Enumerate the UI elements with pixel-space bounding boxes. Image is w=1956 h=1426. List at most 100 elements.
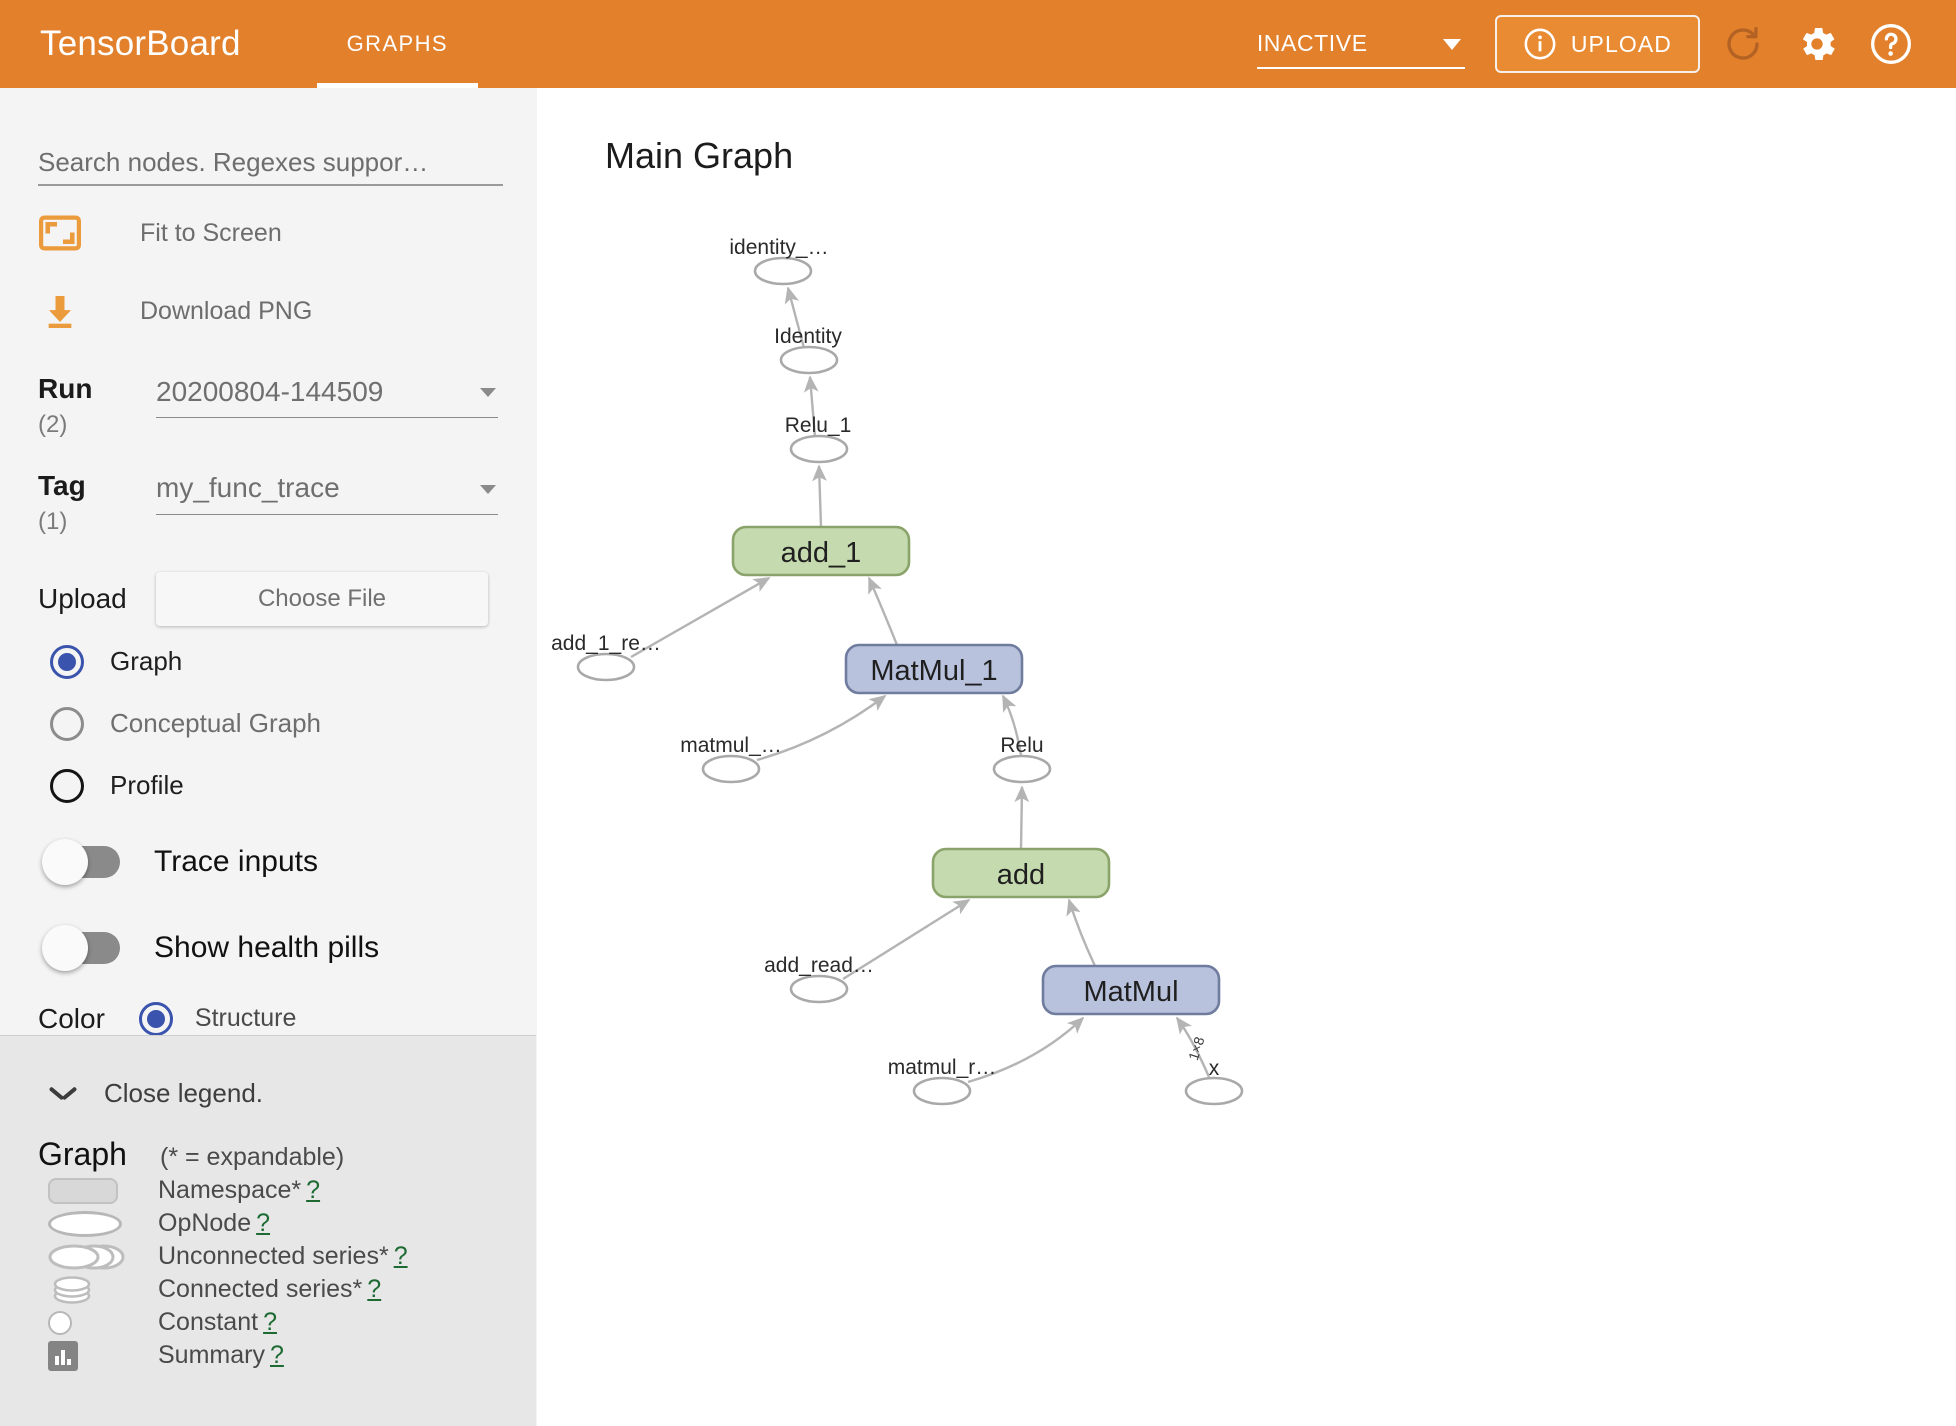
radio-structure-label: Structure [194, 1004, 297, 1033]
edge-matmul1-to-add1 [867, 576, 899, 646]
radio-graph[interactable]: Graph [38, 636, 498, 688]
legend-label-opnode: OpNode [158, 1209, 252, 1237]
node-label-matmul-read: matmul_r… [888, 1056, 997, 1079]
upload-button[interactable]: UPLOAD [1494, 15, 1700, 73]
run-label-col: Run (2) [38, 366, 156, 439]
node-add-1-read[interactable]: add_1_re… [551, 632, 661, 682]
toggle-trace-inputs-switch [42, 838, 120, 885]
radio-profile[interactable]: Profile [38, 760, 498, 812]
help-button[interactable] [1860, 13, 1922, 75]
run-count: (2) [38, 410, 68, 438]
close-legend-label: Close legend. [104, 1077, 263, 1108]
legend-help-summary[interactable]: ? [269, 1341, 284, 1369]
node-matmul-read[interactable]: matmul_r… [888, 1056, 997, 1106]
tag-field: Tag (1) my_func_trace [38, 463, 498, 536]
toggle-show-health-pills-switch [42, 924, 120, 971]
run-select[interactable]: 20200804-144509 [156, 366, 498, 418]
tag-label: Tag [38, 469, 86, 501]
run-status-label: INACTIVE [1256, 29, 1368, 56]
help-icon [1871, 24, 1911, 64]
constant-swatch-icon [38, 1310, 158, 1335]
node-relu[interactable]: Relu [992, 734, 1052, 784]
summary-swatch-icon [38, 1340, 158, 1371]
chevron-down-icon [50, 1086, 76, 1100]
search-input[interactable] [38, 140, 503, 186]
toggle-show-health-pills[interactable]: Show health pills [38, 912, 498, 984]
download-icon [38, 291, 82, 331]
legend-help-connected-series[interactable]: ? [367, 1275, 382, 1303]
graph-canvas[interactable]: Main Graph [537, 88, 1956, 1426]
legend-title: Graph [38, 1136, 127, 1172]
choose-file-button[interactable]: Choose File [156, 571, 488, 626]
legend-label-namespace: Namespace* [158, 1176, 302, 1204]
node-relu-1[interactable]: Relu_1 [785, 414, 852, 464]
edge-matmulread-to-matmul [967, 1016, 1085, 1084]
toggle-trace-inputs[interactable]: Trace inputs [38, 826, 498, 898]
node-label-matmul-read-1: matmul_… [680, 734, 782, 757]
edge-label-x-to-matmul: 1×8 [1185, 1034, 1208, 1062]
node-matmul-1[interactable]: MatMul_1 [844, 643, 1024, 695]
toggle-trace-inputs-label: Trace inputs [154, 844, 318, 878]
edge-add-to-relu [1014, 785, 1030, 850]
node-add-read[interactable]: add_read… [764, 954, 874, 1004]
legend-item-namespace: Namespace* ? [38, 1175, 498, 1206]
graph-legend: Close legend. Graph (* = expandable) Nam… [0, 1035, 536, 1426]
node-label-identity: Identity [774, 325, 842, 348]
node-x[interactable]: x [1184, 1057, 1244, 1106]
graph-edges: 1×8 [630, 286, 1211, 1084]
fit-to-screen-icon [38, 215, 82, 251]
download-png-button[interactable]: Download PNG [38, 280, 498, 342]
chevron-down-icon [480, 484, 496, 494]
settings-button[interactable] [1786, 13, 1848, 75]
run-field: Run (2) 20200804-144509 [38, 366, 498, 439]
legend-label-connected-series: Connected series* [158, 1275, 363, 1303]
page-title: Main Graph [605, 135, 794, 176]
node-matmul[interactable]: MatMul [1041, 964, 1221, 1016]
node-add[interactable]: add [931, 847, 1111, 899]
run-status-dropdown[interactable]: INACTIVE [1256, 19, 1465, 69]
fit-to-screen-button[interactable]: Fit to Screen [38, 202, 498, 264]
node-identity-out[interactable]: identity_… [729, 236, 829, 286]
legend-label-constant: Constant [158, 1308, 259, 1336]
tag-select[interactable]: my_func_trace [156, 463, 498, 515]
radio-conceptual-graph-indicator [50, 706, 84, 741]
legend-help-constant[interactable]: ? [263, 1308, 277, 1336]
color-label: Color [38, 1002, 105, 1034]
graph-nodes: identity_… Identity Relu_1 add_1 add_1_r… [551, 236, 1244, 1106]
legend-item-opnode: OpNode ? [38, 1208, 498, 1239]
legend-item-connected-series: Connected series* ? [38, 1274, 498, 1305]
node-label-x: x [1209, 1057, 1220, 1080]
node-add-1[interactable]: add_1 [731, 525, 911, 577]
namespace-swatch-icon [38, 1177, 158, 1204]
close-legend-button[interactable]: Close legend. [38, 1062, 498, 1124]
radio-graph-label: Graph [110, 646, 183, 677]
refresh-button[interactable] [1712, 13, 1774, 75]
legend-item-unconnected-series: Unconnected series* ? [38, 1241, 498, 1272]
legend-note: (* = expandable) [160, 1143, 345, 1171]
tag-count: (1) [38, 507, 68, 535]
legend-help-opnode[interactable]: ? [256, 1209, 271, 1237]
legend-label-summary: Summary [158, 1341, 265, 1369]
info-icon [1524, 28, 1556, 60]
radio-conceptual-graph[interactable]: Conceptual Graph [38, 698, 498, 750]
graph-svg[interactable]: 1×8 identity_… Identity Relu_1 add_1 [537, 88, 1956, 1426]
edge-add1-to-relu1 [812, 464, 827, 528]
legend-help-namespace[interactable]: ? [306, 1176, 321, 1204]
edge-relu1-to-identity [803, 375, 819, 438]
node-label-add-1: add_1 [781, 537, 862, 569]
upload-label: Upload [38, 582, 127, 614]
node-matmul-read-1[interactable]: matmul_… [680, 734, 782, 784]
tag-label-col: Tag (1) [38, 463, 156, 536]
opnode-swatch-icon [38, 1210, 158, 1237]
node-label-matmul-1: MatMul_1 [870, 655, 997, 687]
sidebar-scrollbar[interactable] [530, 88, 537, 1426]
nav-tabs: GRAPHS [316, 0, 479, 88]
radio-graph-indicator [50, 644, 84, 679]
tab-graphs[interactable]: GRAPHS [316, 0, 479, 88]
fit-to-screen-label: Fit to Screen [140, 218, 282, 247]
radio-structure-indicator[interactable] [138, 1001, 173, 1036]
toggle-show-health-pills-label: Show health pills [154, 930, 380, 964]
node-identity[interactable]: Identity [774, 325, 842, 375]
legend-help-unconnected-series[interactable]: ? [393, 1242, 408, 1270]
run-value: 20200804-144509 [156, 375, 384, 407]
